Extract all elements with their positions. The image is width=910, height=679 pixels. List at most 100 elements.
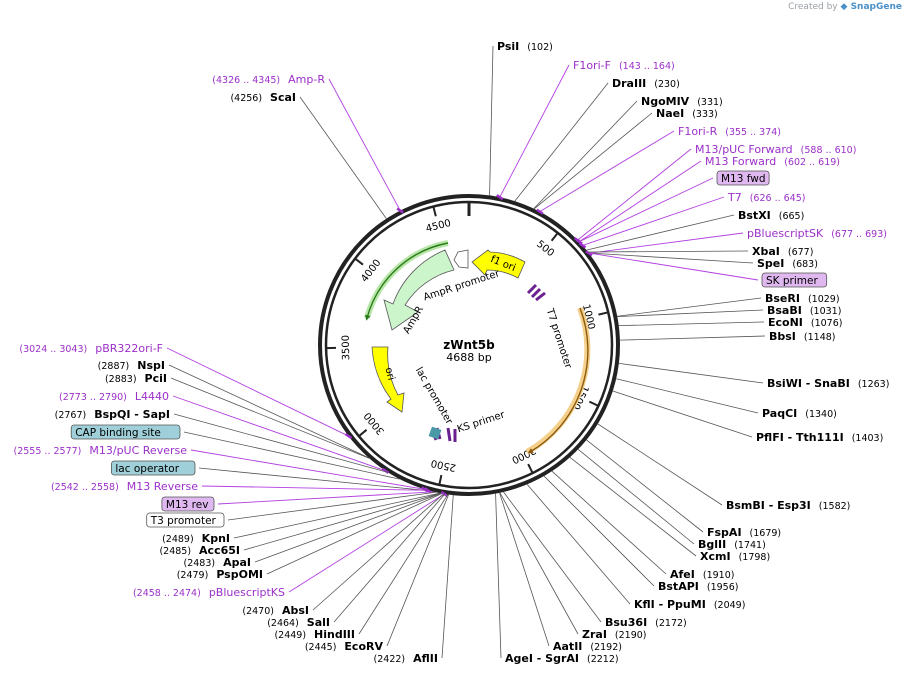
label-pos: (1076)	[811, 318, 843, 329]
label-t7: T7(626 .. 645)	[578, 191, 806, 249]
label-pos: (2422)	[374, 654, 406, 665]
label-pflfi-tth111i: PflFI - Tth111I(1403)	[612, 390, 884, 444]
label-zrai: ZraI(2190)	[499, 492, 647, 641]
plasmid-size: 4688 bp	[446, 351, 491, 364]
label-pos: (2458 .. 2474)	[133, 588, 201, 599]
label-name: EcoNI	[768, 316, 803, 329]
label-sali: SalI(2464)	[267, 493, 446, 629]
label-bbsi: BbsI(1148)	[619, 330, 836, 343]
label-box	[146, 512, 225, 528]
label-pos: (230)	[654, 79, 680, 90]
label-pos: (333)	[692, 109, 718, 120]
watermark-brand: SnapGene	[850, 2, 902, 12]
tick-4000	[354, 257, 364, 266]
label-pos: (2049)	[714, 600, 746, 611]
label-fspai: FspAI(1679)	[586, 439, 781, 539]
label-pos: (1956)	[707, 582, 739, 593]
tick-label-3500: 3500	[341, 335, 353, 361]
ampr-arc-line	[365, 242, 449, 321]
label-bstxi: BstXI(665)	[586, 209, 804, 251]
tick-4500	[432, 206, 437, 217]
label-m13-reverse: M13 Reverse(2542 .. 2558)	[51, 480, 432, 494]
label-naei: NaeI (333)	[533, 107, 718, 210]
label-paqci: PaqCI(1340)	[616, 378, 837, 420]
label-box	[761, 272, 828, 288]
label-pos: (2212)	[587, 654, 619, 665]
label-name: AgeI - SgrAI	[505, 652, 579, 665]
label-scai: ScaI(4256)	[230, 91, 387, 219]
tick-500	[550, 232, 559, 242]
f1-ori-arrow	[471, 249, 526, 279]
t7-promoter-label: T7 promoter	[543, 306, 573, 370]
label-ecorv: EcoRV(2445)	[305, 494, 449, 653]
label-bspqi-sapi: BspQI - SapI(2767)	[55, 408, 389, 473]
label-pcii: PciI(2883)	[105, 372, 370, 459]
label-apai: ApaI(2483)	[184, 493, 442, 569]
label-bsiwi-snabi: BsiWI - SnaBI(1263)	[618, 362, 889, 390]
label-absi: AbsI(2470)	[242, 493, 444, 617]
label-name: M13/pUC Forward	[695, 143, 793, 156]
tick-2500	[438, 474, 443, 486]
tick-label-500: 500	[534, 239, 556, 259]
label-pos: (1403)	[852, 433, 884, 444]
label-pos: (1741)	[734, 540, 766, 551]
label-agei-sgrai: AgeI - SgrAI (2212)	[495, 493, 619, 665]
label-pos: (2190)	[615, 630, 647, 641]
label-name: BspQI - SapI	[94, 408, 170, 421]
label-name: DraIII	[612, 77, 646, 90]
label-pos: (677)	[788, 247, 814, 258]
label-name: XbaI	[752, 245, 780, 258]
ampr-feature-arrow	[383, 249, 455, 331]
label-pbr322ori-f: pBR322ori-F(3024 .. 3043)	[19, 342, 353, 440]
label-pos: (626 .. 645)	[750, 193, 806, 204]
tick-1000	[598, 311, 609, 316]
label-pos: (3024 .. 3043)	[19, 344, 87, 355]
label-xbai: XbaI (677)	[587, 245, 814, 258]
label-text: lac operator	[115, 463, 179, 475]
label-name: BsaBI	[767, 304, 802, 317]
label-name: NaeI	[656, 107, 684, 120]
snapgene-logo: ◆ SnapGene	[840, 2, 902, 12]
label-bsabi: BsaBI(1031)	[617, 304, 841, 318]
label-aatii: AatII(2192)	[499, 492, 622, 653]
label-pos: (2489)	[162, 534, 194, 545]
snapgene-watermark: Created by ◆ SnapGene	[788, 2, 902, 12]
label-name: FspAI	[707, 526, 742, 539]
label-pos: (2883)	[105, 374, 137, 385]
label-bstapi: BstAPI(1956)	[543, 475, 739, 593]
label-text: SK primer	[766, 275, 818, 287]
label-name: M13/pUC Reverse	[89, 444, 187, 457]
label-pos: (1798)	[739, 552, 771, 563]
label-pos: (2470)	[242, 606, 274, 617]
ori-label: ori	[382, 366, 396, 381]
label-kfli-ppumi: KflI - PpuMI(2049)	[526, 484, 746, 611]
label-acc65i: Acc65I(2485)	[159, 492, 441, 557]
tick-label-4000: 4000	[359, 258, 383, 285]
label-box	[161, 496, 215, 512]
label-aflii: AflII(2422)	[374, 495, 454, 665]
label-name: PsiI	[497, 40, 519, 53]
label-nspi: NspI(2887)	[98, 359, 369, 459]
label-pos: (683)	[792, 259, 818, 270]
label-box	[70, 424, 181, 440]
label-afei: AfeI(1910)	[551, 470, 734, 581]
tick-label-3000: 3000	[362, 410, 387, 437]
label-name: BglII	[698, 538, 726, 551]
label-bsmbi-esp3i: BsmBI - Esp3I(1582)	[597, 423, 850, 512]
tick-label-2500: 2500	[430, 457, 457, 473]
ampr-promoter-arrow	[453, 249, 469, 269]
label-hindiii: HindIII(2449)	[274, 494, 449, 641]
label-name: NspI	[137, 359, 165, 372]
label-name: L4440	[135, 390, 169, 403]
tick-3000	[358, 429, 368, 437]
label-kpni: KpnI(2489)	[162, 492, 440, 545]
label-pos: (2449)	[274, 630, 306, 641]
tick-2000	[527, 463, 534, 474]
insert-arc-line	[527, 307, 589, 454]
annotation-labels: PsiI(102)F1ori-F(143 .. 164)DraIII(230)N…	[14, 40, 890, 665]
label-pos: (1340)	[805, 409, 837, 420]
label-spei: SpeI(683)	[588, 252, 818, 270]
label-name: M13 Reverse	[127, 480, 198, 493]
label-psii: PsiI(102)	[489, 40, 553, 196]
label-pos: (2445)	[305, 642, 337, 653]
